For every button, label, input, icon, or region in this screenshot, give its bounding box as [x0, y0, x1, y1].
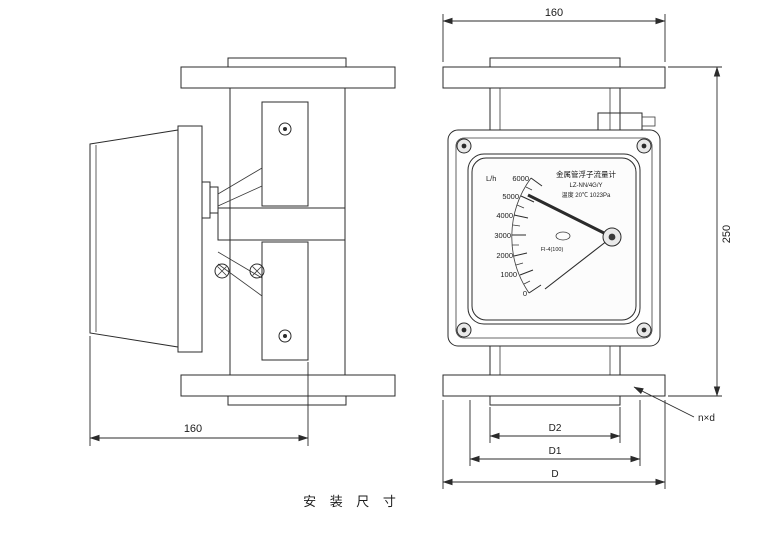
indicator-housing — [89, 129, 179, 348]
scale-3000: 3000 — [494, 231, 511, 240]
dim-label-side-depth: 160 — [184, 423, 202, 435]
dim-label-d: D — [551, 469, 558, 480]
scale-4000: 4000 — [496, 211, 513, 220]
dial-window — [555, 231, 571, 241]
dial-unit: L/h — [486, 174, 496, 183]
dial-nameplate: 金属管浮子流量计 LZ-NN/4G/Y 温度 20℃ 1023Pa FI-4(1… — [541, 169, 617, 253]
scale-5000: 5000 — [502, 192, 519, 201]
dim-label-d1: D1 — [549, 446, 562, 457]
bolt-cross-right — [249, 263, 265, 279]
dial-face — [471, 157, 637, 321]
gauge-model: FI-4(100) — [541, 247, 564, 253]
dim-d2: D2 — [489, 407, 621, 443]
scale-0: 0 — [523, 289, 527, 298]
bolt-note-label: n×d — [698, 413, 715, 424]
side-view: 160 — [89, 57, 396, 446]
scale-6000: 6000 — [512, 174, 529, 183]
upper-bracket — [261, 101, 309, 207]
dim-label-overall-height: 250 — [721, 225, 733, 243]
dim-label-top-width: 160 — [545, 7, 563, 19]
gauge-title: 金属管浮子流量计 — [556, 169, 616, 179]
bolt-note: n×d — [633, 386, 715, 424]
dim-label-d2: D2 — [549, 423, 562, 434]
dim-d1: D1 — [469, 400, 641, 466]
scale-1000: 1000 — [500, 270, 517, 279]
meter-body — [447, 129, 661, 347]
lower-bracket — [261, 241, 309, 361]
dial-scale-labels: L/h 6000 5000 4000 3000 2000 1000 0 — [486, 174, 529, 298]
dial-scale — [511, 177, 543, 294]
pointer — [527, 193, 622, 290]
gauge-sub2: 温度 20℃ 1023Pa — [562, 191, 611, 199]
bolt-cross-left — [214, 263, 230, 279]
drawing-caption: 安 装 尺 寸 — [303, 494, 401, 509]
dim-overall-height: 250 — [668, 66, 733, 397]
dim-side-depth: 160 — [89, 336, 309, 446]
scale-2000: 2000 — [496, 251, 513, 260]
dim-d: D — [442, 400, 666, 489]
dim-top-width: 160 — [442, 7, 666, 62]
mounting-arm — [217, 207, 346, 241]
gauge-sub1: LZ-NN/4G/Y — [569, 183, 602, 189]
corner-screws — [456, 138, 652, 338]
front-view: L/h 6000 5000 4000 3000 2000 1000 0 金属管浮… — [442, 7, 733, 489]
